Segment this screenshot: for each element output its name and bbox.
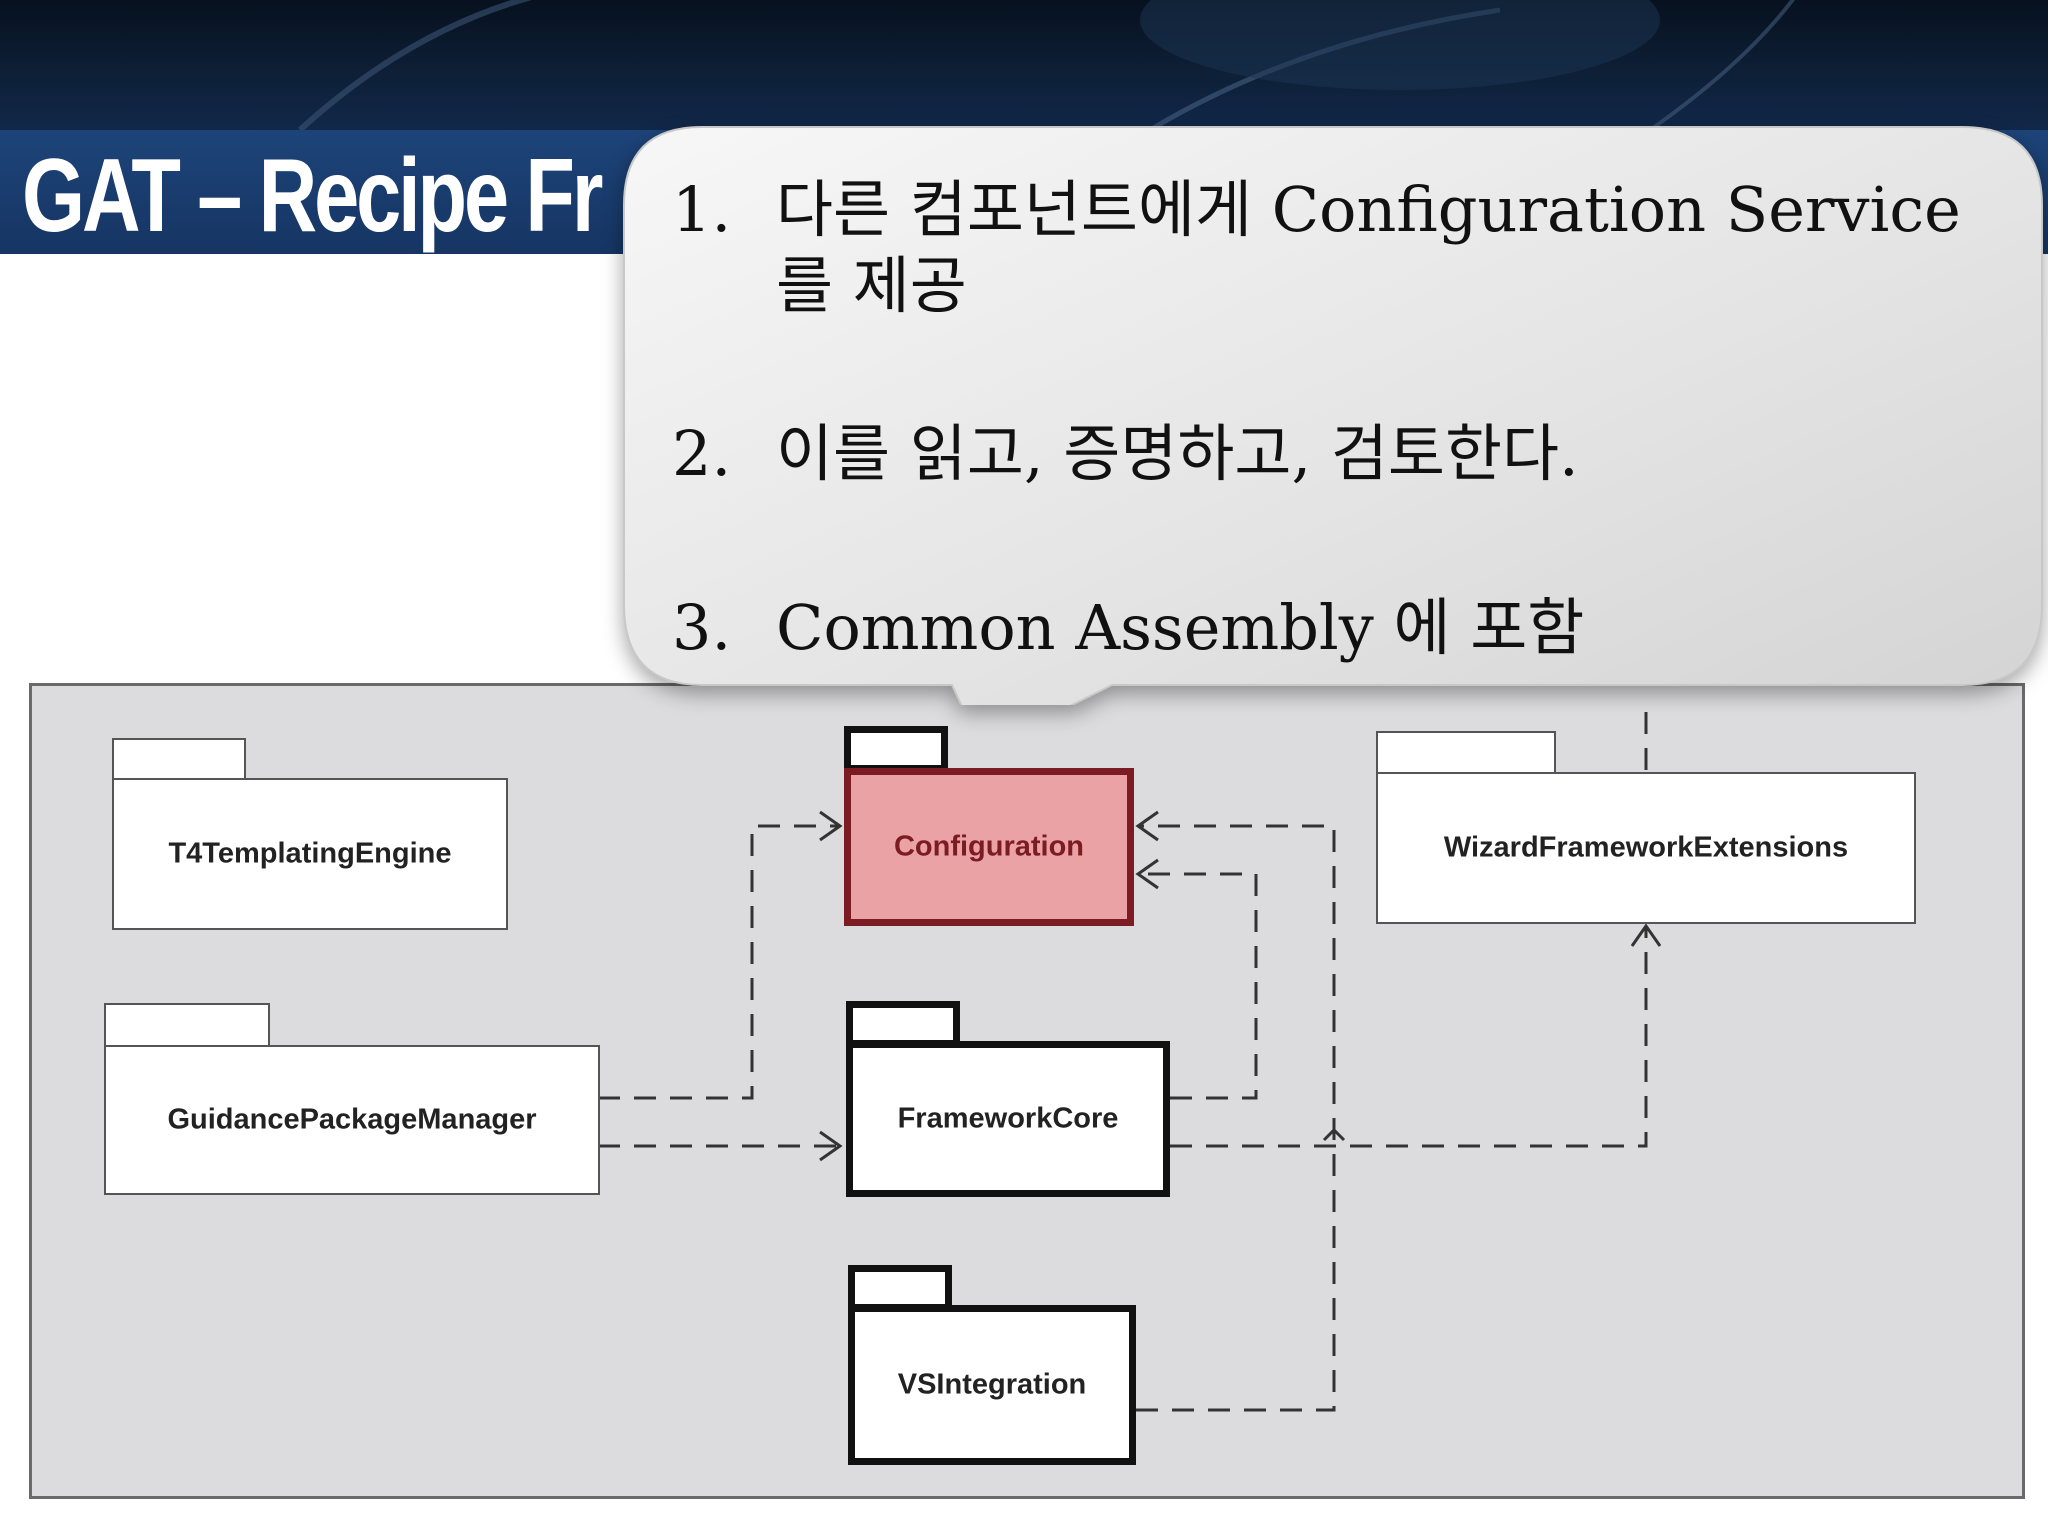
package-tab [112, 738, 246, 780]
callout-item-text: Common Assembly 에 포함 [776, 591, 1585, 664]
package-label: Configuration [893, 830, 1085, 863]
package-vsintegration: VSIntegration [848, 1305, 1136, 1465]
package-guidancepackagemanager: GuidancePackageManager [104, 1045, 600, 1195]
package-label: WizardFrameworkExtensions [1443, 831, 1849, 864]
package-tab [104, 1003, 270, 1047]
callout-item-number: 1. [672, 173, 732, 246]
callout-item-number: 3. [672, 591, 732, 664]
package-label: FrameworkCore [897, 1102, 1119, 1135]
header-background [0, 0, 2048, 130]
package-label: GuidancePackageManager [167, 1103, 537, 1136]
callout-item-number: 2. [672, 417, 732, 490]
header-swirl-decoration [297, 0, 1796, 130]
callout-item-text: 이를 읽고, 증명하고, 검토한다. [776, 417, 1579, 490]
package-wizardframeworkextensions: WizardFrameworkExtensions [1376, 772, 1916, 924]
package-label: T4TemplatingEngine [168, 837, 452, 870]
callout-item-text: 다른 컴포넌트에게 Configuration Service 를 제공 [776, 173, 1961, 322]
package-frameworkcore: FrameworkCore [846, 1041, 1170, 1197]
package-label: VSIntegration [897, 1368, 1087, 1401]
package-t4templatingengine: T4TemplatingEngine [112, 778, 508, 930]
package-tab [844, 726, 948, 772]
callout-bubble [623, 126, 2043, 705]
package-tab [1376, 731, 1556, 775]
slide-title: GAT – Recipe Fr [22, 138, 603, 254]
package-tab [846, 1001, 960, 1047]
package-configuration: Configuration [844, 768, 1134, 926]
